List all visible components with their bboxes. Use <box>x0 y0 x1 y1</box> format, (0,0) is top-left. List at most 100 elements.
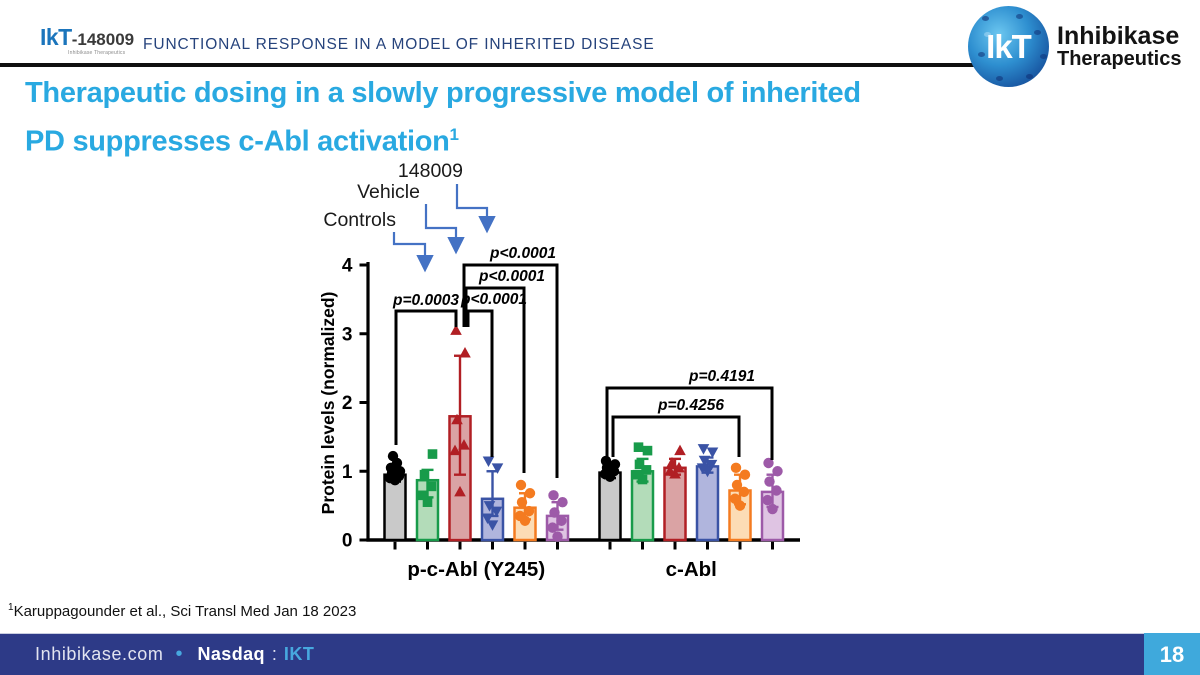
y-tick-label: 2 <box>342 393 353 414</box>
data-point <box>547 522 558 533</box>
data-point <box>772 466 783 477</box>
annotation-label: Controls <box>323 209 396 231</box>
data-point <box>706 447 719 458</box>
data-point <box>729 493 741 504</box>
data-point <box>731 479 743 491</box>
data-point <box>664 465 676 476</box>
data-point <box>730 462 742 474</box>
data-point <box>557 496 568 508</box>
p-value-label: p<0.0001 <box>460 291 527 308</box>
data-point <box>449 444 461 456</box>
data-point <box>481 513 494 524</box>
p-value-label: p=0.4191 <box>688 368 755 385</box>
bar-148009-blue <box>695 465 720 542</box>
data-point <box>450 324 462 335</box>
header-divider <box>0 63 985 67</box>
bar-vehicle-red <box>663 466 687 542</box>
annotation-label: Vehicle <box>357 181 420 203</box>
footnote-text: Karuppagounder et al., Sci Transl Med Ja… <box>13 603 357 620</box>
data-point <box>458 439 470 450</box>
data-point <box>523 505 535 517</box>
annotation-arrow <box>455 184 496 234</box>
website-link[interactable]: Inhibikase.com <box>35 644 164 664</box>
data-point <box>459 347 471 358</box>
company-name: Inhibikase Therapeutics <box>1057 23 1181 70</box>
data-point <box>641 465 652 475</box>
y-tick-label: 0 <box>342 531 353 552</box>
data-point <box>771 485 782 496</box>
slide-title-superscript: 1 <box>449 125 459 144</box>
bar-control-gray <box>598 471 622 542</box>
data-point <box>762 494 773 506</box>
data-point <box>426 481 437 492</box>
data-point <box>422 497 433 507</box>
data-point <box>764 476 775 487</box>
data-point <box>637 474 648 485</box>
data-point <box>515 479 527 491</box>
data-point <box>696 463 709 474</box>
data-point <box>674 444 686 456</box>
footnote-superscript: 1 <box>8 602 14 613</box>
data-point <box>514 510 526 522</box>
data-point <box>632 469 643 480</box>
header-title: FUNCTIONAL RESPONSE IN A MODEL OF INHERI… <box>143 36 655 53</box>
data-point <box>673 461 685 473</box>
mini-logo-suffix: -148009 <box>71 30 135 49</box>
mini-logo-subtext: Inhibikase Therapeutics <box>68 50 126 56</box>
data-point <box>666 457 678 468</box>
data-point <box>486 520 499 531</box>
mini-logo-ikt: IkT <box>40 24 72 50</box>
data-point <box>394 466 406 477</box>
exchange-label: Nasdaq <box>197 644 265 664</box>
company-logo: IkT Inhibikase Therapeutics <box>968 6 1181 87</box>
data-point <box>483 501 496 512</box>
company-name-line1: Inhibikase <box>1057 21 1180 50</box>
data-point <box>552 531 563 542</box>
company-name-line2: Therapeutics <box>1057 48 1182 71</box>
data-point <box>697 444 710 455</box>
bar-group-0: p-c-Abl (Y245) <box>383 324 570 581</box>
p-value-label: p=0.4256 <box>657 397 724 414</box>
data-point <box>600 455 612 467</box>
p-value-label: p<0.0001 <box>489 245 556 262</box>
y-tick-label: 4 <box>342 256 353 277</box>
data-point <box>549 507 560 518</box>
data-point <box>524 488 536 499</box>
data-point <box>491 463 504 474</box>
p-value-label: p=0.0003 <box>392 292 459 309</box>
slide-title-line1: Therapeutic dosing in a slowly progressi… <box>25 77 861 109</box>
ikt-148009-logo: IkT-148009 Inhibikase Therapeutics <box>40 26 134 56</box>
y-tick-label: 1 <box>342 462 353 483</box>
slide-title-line2: PD suppresses c-Abl activation <box>25 125 450 158</box>
data-point <box>738 486 750 498</box>
bar-group-1: c-Abl <box>598 442 785 581</box>
data-point <box>454 485 466 497</box>
globe-logo-text: IkT <box>986 27 1032 65</box>
data-point <box>642 445 653 456</box>
ikt-globe-icon: IkT <box>968 6 1049 87</box>
y-axis-title: Protein levels (normalized) <box>318 292 338 515</box>
annotation-arrow <box>424 204 465 255</box>
bullet-separator: • <box>175 643 183 665</box>
annotation-label: 148009 <box>398 160 463 182</box>
page-number-badge: 18 <box>1144 633 1200 675</box>
data-point <box>419 469 430 480</box>
x-group-label: c-Abl <box>666 558 717 581</box>
page-number: 18 <box>1159 641 1185 667</box>
data-point <box>705 459 718 471</box>
ticker-symbol[interactable]: IKT <box>283 644 315 664</box>
data-point <box>482 456 495 467</box>
ikt-148009-wordmark: IkT-148009 <box>40 26 134 49</box>
data-point <box>451 413 463 425</box>
annotation-arrow <box>392 232 434 273</box>
data-point <box>767 503 778 515</box>
data-point <box>417 490 428 501</box>
data-point <box>739 469 751 480</box>
data-point <box>763 457 774 469</box>
data-point <box>669 468 681 479</box>
